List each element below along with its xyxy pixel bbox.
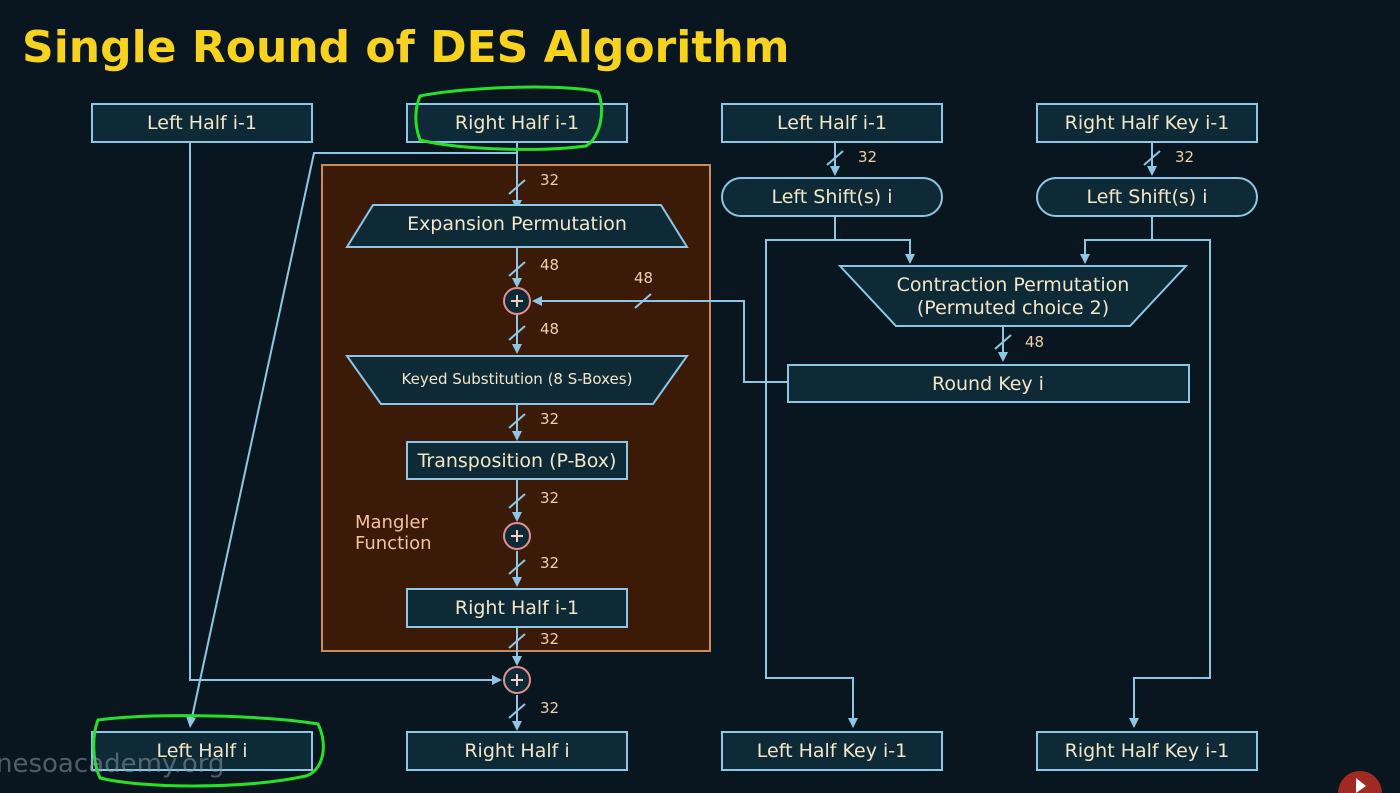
mangler-label-line2: Function xyxy=(355,533,432,554)
box-left-half-prev: Left Half i-1 xyxy=(91,103,313,143)
bit-label: 48 xyxy=(540,256,559,274)
mangler-label-line1: Mangler xyxy=(355,512,428,533)
bit-label: 48 xyxy=(1025,333,1044,351)
box-left-half-out: Left Half i xyxy=(91,731,313,771)
bit-label: 48 xyxy=(540,320,559,338)
box-label: Keyed Substitution (8 S-Boxes) xyxy=(402,370,633,388)
box-right-half-prev: Right Half i-1 xyxy=(406,103,628,143)
round-key-box: Round Key i xyxy=(787,364,1190,403)
box-label: (Permuted choice 2) xyxy=(917,297,1109,319)
box-right-half-out: Right Half i xyxy=(406,731,628,771)
box-label: Right Half i-1 xyxy=(455,597,579,619)
highlight-left-half-out xyxy=(92,714,325,788)
box-label: Transposition (P-Box) xyxy=(417,450,617,472)
bit-label: 32 xyxy=(858,148,877,166)
left-shift-box-1: Left Shift(s) i xyxy=(721,177,943,217)
box-label: Contraction Permutation xyxy=(897,274,1130,296)
keyed-substitution-box: Keyed Substitution (8 S-Boxes) xyxy=(345,355,689,405)
box-label: Left Shift(s) i xyxy=(771,186,892,208)
box-key-right-half-prev: Right Half Key i-1 xyxy=(1036,103,1258,143)
xor-node-2 xyxy=(503,522,531,550)
page-title: Single Round of DES Algorithm xyxy=(22,22,790,73)
cursor-icon xyxy=(1338,771,1382,793)
box-key-right-out: Right Half Key i-1 xyxy=(1036,731,1258,771)
xor-node-1 xyxy=(503,287,531,315)
bit-width-ticks xyxy=(508,150,1161,719)
bit-label: 32 xyxy=(540,554,559,572)
box-label: Left Half i-1 xyxy=(147,112,257,134)
right-half-inner-box: Right Half i-1 xyxy=(406,588,628,628)
bit-label: 32 xyxy=(1175,148,1194,166)
box-label: Right Half i xyxy=(464,740,569,762)
bit-label: 32 xyxy=(540,630,559,648)
transposition-box: Transposition (P-Box) xyxy=(406,441,628,480)
box-label: Right Half Key i-1 xyxy=(1065,112,1230,134)
watermark: nesoacademy.org xyxy=(0,749,225,779)
box-label: Left Shift(s) i xyxy=(1086,186,1207,208)
box-label: Round Key i xyxy=(932,373,1044,395)
left-shift-box-2: Left Shift(s) i xyxy=(1036,177,1258,217)
box-key-left-out: Left Half Key i-1 xyxy=(721,731,943,771)
contraction-permutation-box: Contraction Permutation (Permuted choice… xyxy=(837,265,1189,327)
box-label: Left Half i-1 xyxy=(777,112,887,134)
bit-label: 32 xyxy=(540,410,559,428)
bit-label: 32 xyxy=(540,489,559,507)
bit-label: 32 xyxy=(540,171,559,189)
box-label: Left Half Key i-1 xyxy=(757,740,907,762)
highlight-right-half-prev xyxy=(414,85,604,151)
bit-label: 32 xyxy=(540,699,559,717)
box-label: Expansion Permutation xyxy=(407,213,627,235)
bit-label: 48 xyxy=(634,269,653,287)
expansion-permutation-box: Expansion Permutation xyxy=(345,204,689,248)
xor-node-3 xyxy=(503,666,531,694)
box-key-left-half-prev: Left Half i-1 xyxy=(721,103,943,143)
box-label: Right Half Key i-1 xyxy=(1065,740,1230,762)
box-label: Right Half i-1 xyxy=(455,112,579,134)
box-label: Left Half i xyxy=(156,740,247,762)
